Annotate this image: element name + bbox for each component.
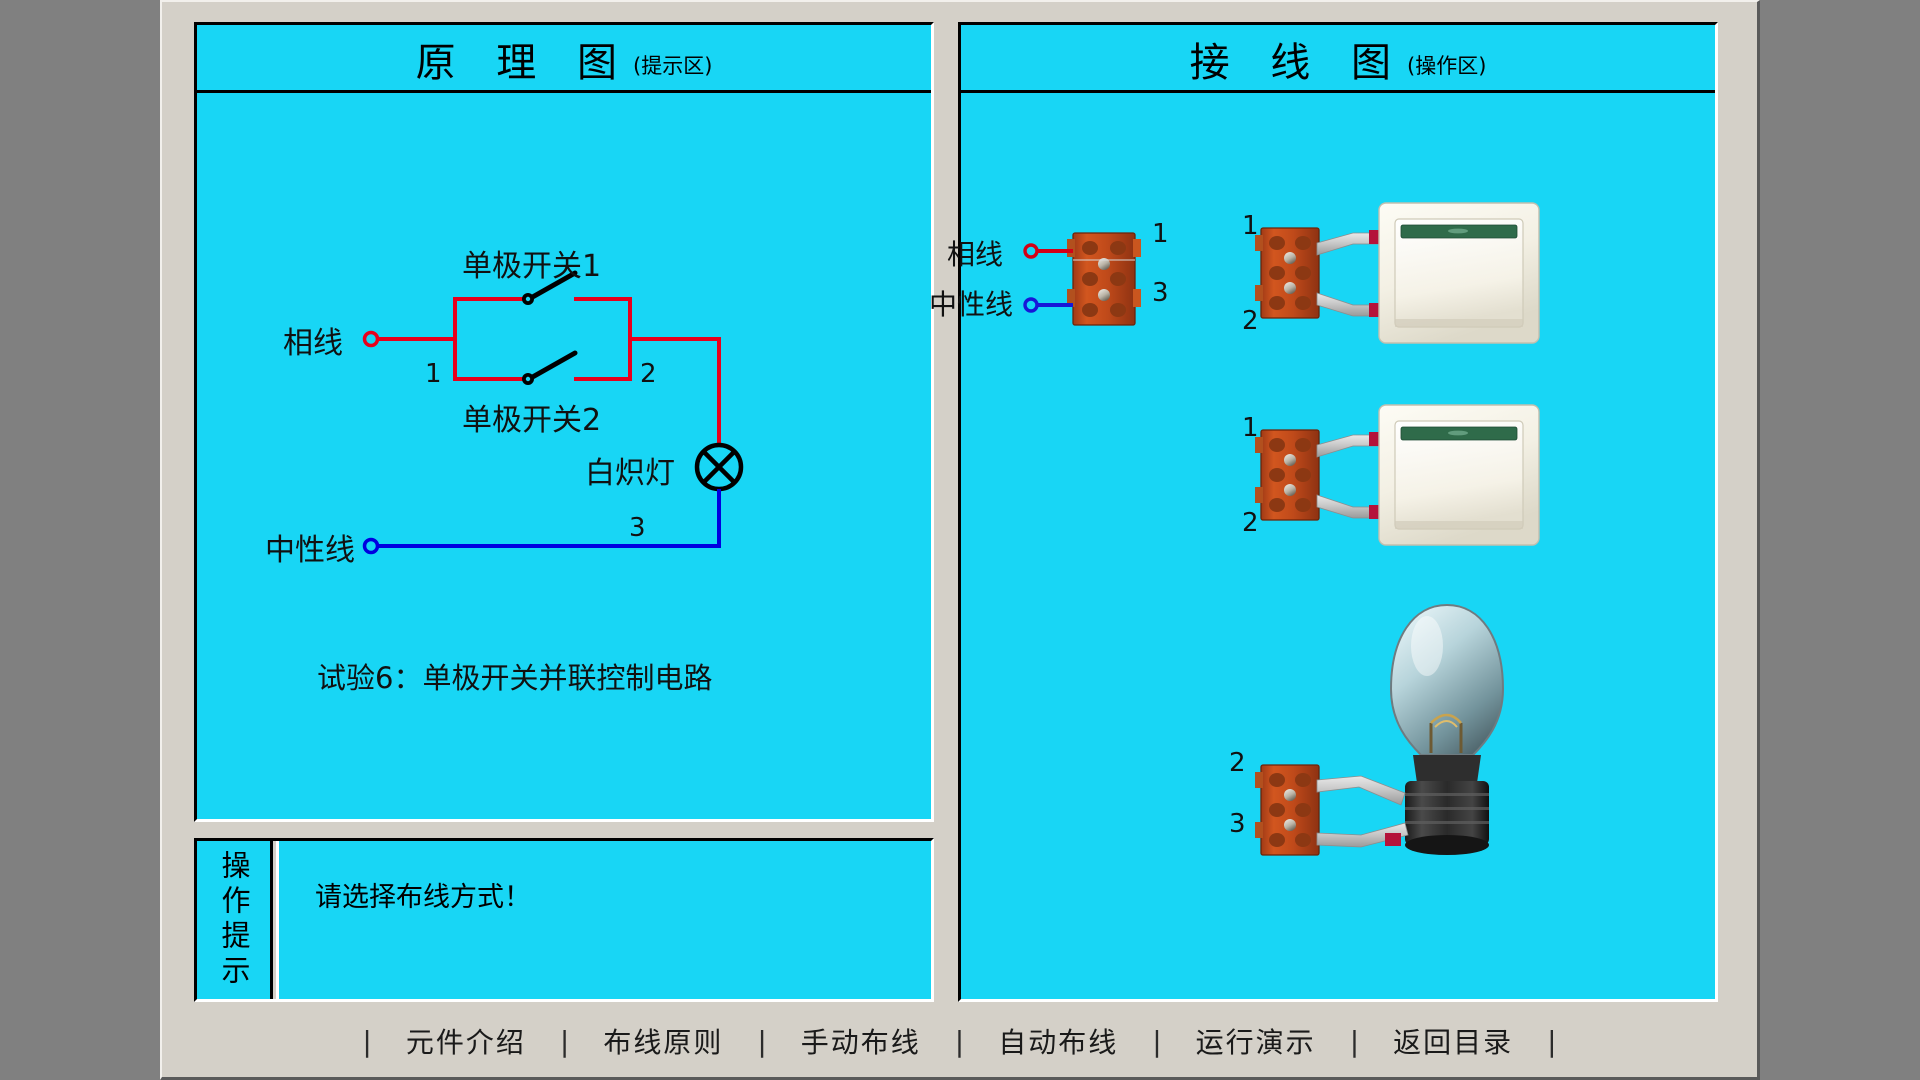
- wiring-panel: 接 线 图 (操作区): [929, 22, 1718, 1002]
- schematic-svg: [362, 270, 744, 555]
- toolbar-separator: |: [954, 1024, 965, 1058]
- wiring-header: 接 线 图 (操作区): [961, 25, 1715, 93]
- toolbar-separator: |: [757, 1024, 767, 1058]
- source-terminal-block[interactable]: [1067, 232, 1141, 326]
- toolbar-separator: |: [559, 1024, 570, 1058]
- switch2-terminal-top-label: 1: [1242, 413, 1259, 443]
- schematic-neutral-wire: [372, 489, 721, 548]
- schematic-switch2-label: 单极开关2: [462, 403, 602, 438]
- operation-hint-label: 操作提示: [197, 841, 273, 999]
- toolbar-item-wiring-principle[interactable]: 布线原则: [603, 1026, 724, 1059]
- operation-hint-label-text: 操作提示: [217, 850, 251, 990]
- schematic-drawing-area: 相线 中性线 单极开关1 单极开关2 白炽灯 1 2 3 试验6：单极开关并联控…: [197, 93, 931, 819]
- wiring-title: 接 线 图 (操作区): [961, 25, 1715, 93]
- operation-hint-strip: 操作提示 请选择布线方式！: [194, 838, 934, 1002]
- schematic-header: 原 理 图 (提示区): [197, 25, 931, 93]
- toolbar-item-manual-wiring[interactable]: 手动布线: [800, 1026, 921, 1059]
- wiring-neutral-wire-label: 中性线: [929, 288, 1014, 321]
- switch1-terminal-bottom-label: 2: [1242, 306, 1259, 336]
- source-terminal-bottom-label: 3: [1152, 278, 1169, 308]
- schematic-caption: 试验6：单极开关并联控制电路: [317, 661, 713, 695]
- wall-switch-2[interactable]: [1255, 404, 1540, 546]
- operation-hint-textbox: 请选择布线方式！: [276, 841, 931, 999]
- toolbar-item-run-demo[interactable]: 运行演示: [1195, 1026, 1316, 1059]
- bottom-toolbar: | 元件介绍 | 布线原则 | 手动布线 | 自动布线 | 运行演示 | 返回目…: [162, 1005, 1757, 1077]
- schematic-title-sub: (提示区): [633, 54, 713, 78]
- schematic-neutral-terminal-dot[interactable]: [362, 537, 380, 555]
- source-terminal-top-label: 1: [1152, 219, 1169, 249]
- toolbar-item-component-intro[interactable]: 元件介绍: [405, 1026, 526, 1059]
- lamp-terminal-top-label: 2: [1229, 748, 1246, 778]
- source-live-lead: [1023, 243, 1073, 259]
- schematic-live-wire: [372, 297, 721, 445]
- schematic-terminal-2-label: 2: [640, 359, 657, 389]
- wiring-workspace[interactable]: 相线 中性线 1 3 1 2 1 2 2 3: [929, 93, 1715, 999]
- source-neutral-lead: [1023, 297, 1073, 313]
- schematic-switch-1[interactable]: [522, 270, 578, 305]
- schematic-lamp-label: 白炽灯: [585, 456, 675, 491]
- wiring-live-wire-label: 相线: [947, 238, 1004, 271]
- toolbar-separator: |: [362, 1024, 372, 1058]
- schematic-terminal-3-label: 3: [629, 513, 646, 543]
- operation-hint-text: 请选择布线方式！: [315, 882, 531, 913]
- lamp-terminal-bottom-label: 3: [1229, 809, 1246, 839]
- wiring-svg: [1023, 202, 1540, 856]
- switch2-terminal-bottom-label: 2: [1242, 508, 1259, 538]
- schematic-title-main: 原 理 图: [415, 40, 632, 86]
- wiring-title-main: 接 线 图: [1189, 40, 1406, 86]
- schematic-neutral-wire-label: 中性线: [265, 533, 355, 568]
- toolbar-separator: |: [1349, 1024, 1360, 1058]
- schematic-switch-2[interactable]: [522, 350, 578, 385]
- toolbar-item-auto-wiring[interactable]: 自动布线: [998, 1026, 1119, 1059]
- application-window: 原 理 图 (提示区): [160, 0, 1760, 1080]
- toolbar-separator: |: [1152, 1024, 1162, 1058]
- wall-switch-1[interactable]: [1255, 202, 1540, 344]
- toolbar-separator: |: [1547, 1024, 1557, 1058]
- schematic-title: 原 理 图 (提示区): [197, 25, 931, 93]
- schematic-terminal-1-label: 1: [425, 359, 442, 389]
- toolbar-item-back-to-menu[interactable]: 返回目录: [1393, 1026, 1514, 1059]
- incandescent-lamp[interactable]: [1255, 603, 1505, 856]
- switch1-terminal-top-label: 1: [1242, 211, 1259, 241]
- wiring-title-sub: (操作区): [1407, 54, 1487, 78]
- schematic-live-terminal-dot[interactable]: [362, 330, 380, 348]
- schematic-panel: 原 理 图 (提示区): [194, 22, 934, 822]
- schematic-live-wire-label: 相线: [283, 326, 343, 361]
- schematic-lamp-symbol: [694, 442, 744, 492]
- schematic-switch1-label: 单极开关1: [462, 249, 602, 284]
